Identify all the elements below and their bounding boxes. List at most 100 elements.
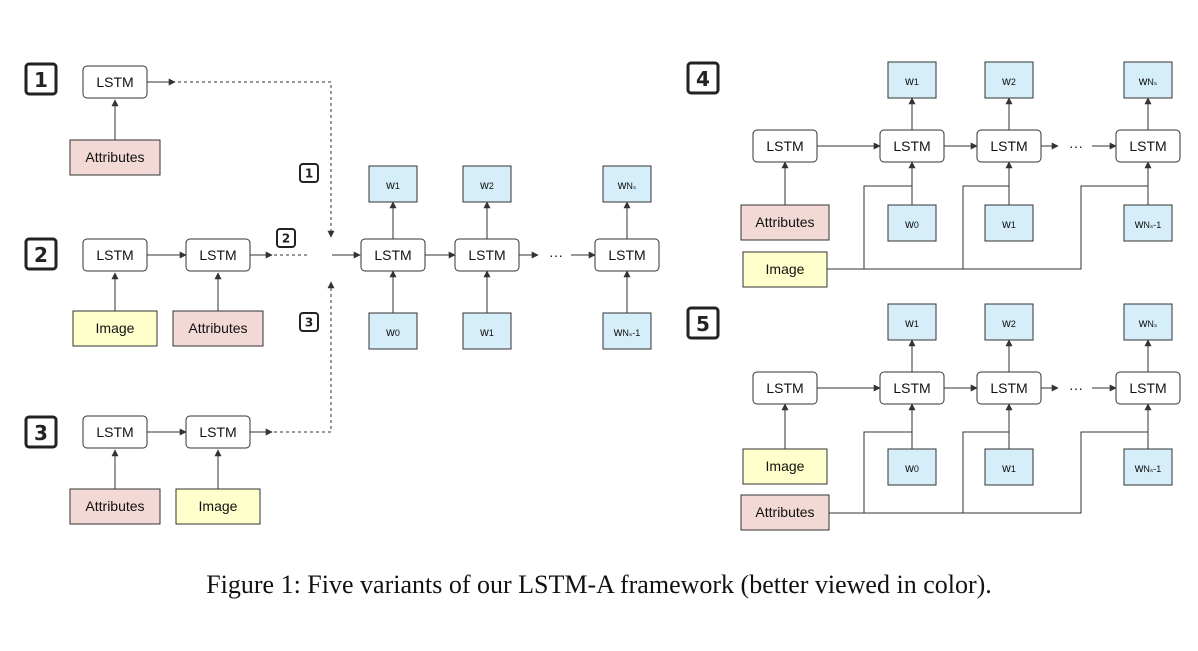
- v4-image-branch-1: [863, 185, 912, 269]
- word-label: wNₛ-1: [613, 325, 641, 339]
- v5-out-w2: w2: [984, 303, 1034, 341]
- word-label: wNₛ: [1138, 316, 1158, 330]
- lstm-label: LSTM: [608, 247, 645, 263]
- attributes-label: Attributes: [755, 504, 814, 520]
- v4-image-branch-2: [962, 185, 1009, 269]
- word-label: w2: [1001, 316, 1016, 330]
- badge-number: 3: [34, 421, 48, 445]
- word-subscript: 1: [489, 328, 494, 338]
- word-box: [984, 303, 1034, 341]
- lstm-box: [879, 371, 945, 405]
- lstm-box: [1115, 371, 1181, 405]
- word-subscript: Nₛ-1: [622, 328, 640, 338]
- badge-frame: [24, 415, 58, 449]
- attributes-label: Attributes: [85, 498, 144, 514]
- word-label: w2: [1001, 74, 1016, 88]
- word-letter: w: [613, 325, 623, 339]
- decoder-in-w1: w1: [462, 312, 512, 350]
- path-1-badge: 1: [299, 163, 319, 183]
- lstm-label: LSTM: [199, 424, 236, 440]
- word-letter: w: [1138, 316, 1148, 330]
- word-label: w1: [1001, 461, 1016, 475]
- v4-lstm-0: LSTM: [752, 129, 818, 163]
- badge-frame: [686, 61, 720, 95]
- v4-lstm-2: LSTM: [976, 129, 1042, 163]
- lstm-box: [752, 371, 818, 405]
- word-label: w1: [904, 316, 919, 330]
- decoder-lstm-1: LSTM: [360, 238, 426, 272]
- badge-frame: [24, 237, 58, 271]
- word-subscript: 2: [1011, 77, 1016, 87]
- badge-frame: [276, 228, 296, 248]
- decoder-out-w1: w1: [368, 165, 418, 203]
- word-box: [887, 448, 937, 486]
- lstm-label: LSTM: [96, 74, 133, 90]
- badge-number: 2: [34, 243, 48, 267]
- badge-number: 1: [305, 167, 313, 181]
- v3-dashed-to-decoder: [274, 281, 335, 433]
- v5-attributes: Attributes: [740, 494, 830, 531]
- word-box: [887, 204, 937, 242]
- decoder-ellipsis: ···: [549, 247, 563, 263]
- word-subscript: Nₛ: [1147, 77, 1157, 87]
- word-letter: w: [1001, 74, 1011, 88]
- word-box: [368, 165, 418, 203]
- word-box: [1123, 204, 1173, 242]
- word-box: [984, 448, 1034, 486]
- lstm-label: LSTM: [990, 138, 1027, 154]
- decoder-in-w0: w0: [368, 312, 418, 350]
- variant-1-attributes: Attributes: [69, 139, 161, 176]
- word-box: [1123, 448, 1173, 486]
- word-label: w1: [385, 178, 400, 192]
- lstm-label: LSTM: [1129, 380, 1166, 396]
- attributes-label: Attributes: [755, 214, 814, 230]
- variant-4-badge: 4: [686, 61, 720, 95]
- variant-1-badge: 1: [24, 62, 58, 96]
- path-3-badge: 3: [299, 312, 319, 332]
- word-letter: w: [904, 461, 914, 475]
- word-letter: w: [617, 178, 627, 192]
- badge-frame: [686, 306, 720, 340]
- v1-dashed-to-decoder: [178, 81, 335, 238]
- image-label: Image: [766, 261, 805, 277]
- word-label: w1: [1001, 217, 1016, 231]
- word-subscript: Nₛ-1: [1143, 220, 1161, 230]
- word-subscript: 0: [395, 328, 400, 338]
- word-label: w2: [479, 178, 494, 192]
- lstm-box: [752, 129, 818, 163]
- decoder-out-w2: w2: [462, 165, 512, 203]
- word-subscript: Nₛ: [626, 181, 636, 191]
- badge-frame: [24, 62, 58, 96]
- word-subscript: 1: [1011, 464, 1016, 474]
- lstm-label: LSTM: [96, 424, 133, 440]
- word-box: [1123, 61, 1173, 99]
- word-subscript: Nₛ-1: [1143, 464, 1161, 474]
- word-box: [602, 165, 652, 203]
- lstm-label: LSTM: [766, 380, 803, 396]
- image-box: [175, 488, 261, 525]
- word-label: w1: [479, 325, 494, 339]
- v5-image: Image: [742, 448, 828, 485]
- word-subscript: 0: [914, 464, 919, 474]
- variant-3-attributes: Attributes: [69, 488, 161, 525]
- v4-out-wn: wNₛ: [1123, 61, 1173, 99]
- v5-out-wn: wNₛ: [1123, 303, 1173, 341]
- variant-2-image: Image: [72, 310, 158, 347]
- word-letter: w: [904, 316, 914, 330]
- image-box: [72, 310, 158, 347]
- attributes-box: [740, 204, 830, 241]
- word-letter: w: [904, 74, 914, 88]
- variant-1-lstm: LSTM: [82, 65, 148, 99]
- v5-out-w1: w1: [887, 303, 937, 341]
- v5-in-w0: w0: [887, 448, 937, 486]
- v4-in-w1: w1: [984, 204, 1034, 242]
- word-box: [1123, 303, 1173, 341]
- lstm-box: [360, 238, 426, 272]
- variant-3-lstm-b: LSTM: [185, 415, 251, 449]
- word-label: w0: [385, 325, 400, 339]
- word-label: wNₛ: [617, 178, 637, 192]
- v5-attr-branch-2: [962, 431, 1009, 513]
- decoder-lstm-n: LSTM: [594, 238, 660, 272]
- badge-number: 2: [282, 232, 290, 246]
